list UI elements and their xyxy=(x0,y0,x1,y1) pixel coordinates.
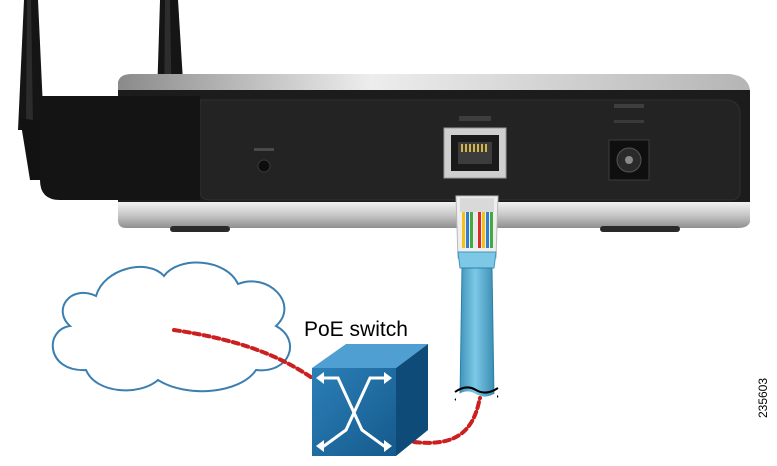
switch-icon xyxy=(312,344,428,456)
switch-label: PoE switch xyxy=(304,318,408,342)
ethernet-cable xyxy=(455,268,498,405)
figure-id: 235603 xyxy=(756,378,770,418)
rj45-plug-icon xyxy=(456,196,498,268)
cloud-icon xyxy=(53,263,290,392)
